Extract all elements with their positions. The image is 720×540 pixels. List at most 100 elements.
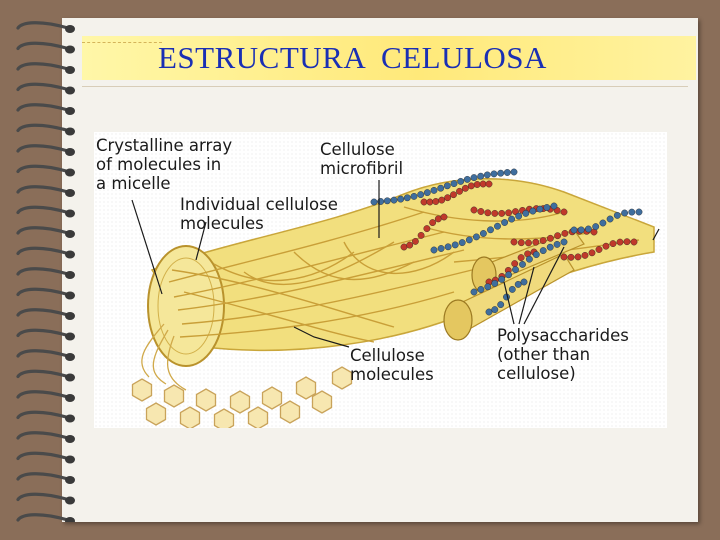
red-bead — [461, 184, 469, 192]
blue-bead — [491, 306, 499, 314]
blue-bead — [553, 241, 561, 248]
red-bead — [400, 243, 408, 251]
blue-bead — [503, 169, 511, 176]
glucose-ring — [279, 400, 301, 424]
binding-hole — [65, 230, 75, 238]
red-bead — [470, 206, 478, 214]
binding-hole — [65, 517, 75, 522]
red-bead — [484, 209, 492, 217]
glucose-ring — [163, 384, 185, 408]
label-polysaccharides: Polysaccharides (other than cellulose) — [497, 326, 629, 383]
blue-bead — [383, 197, 391, 205]
glucose-ring — [131, 378, 153, 402]
blue-bead — [613, 212, 621, 219]
binding-hole — [65, 66, 75, 74]
blue-bead — [390, 196, 398, 204]
red-bead — [473, 181, 481, 188]
binding-hole — [65, 107, 75, 115]
binding-ring — [16, 62, 70, 71]
red-bead — [511, 260, 519, 268]
binding-ring — [16, 103, 70, 112]
red-bead — [630, 238, 638, 246]
binding-hole — [65, 291, 75, 300]
glucose-ring — [213, 408, 235, 428]
red-bead — [438, 196, 446, 204]
loose-strands — [141, 323, 187, 391]
blue-polysaccharide-chains — [370, 168, 643, 316]
binding-ring — [16, 82, 70, 92]
red-bead — [554, 232, 561, 240]
binding-hole — [65, 435, 75, 443]
blue-bead — [472, 233, 480, 241]
glucose-ring-chain — [131, 366, 353, 428]
blue-bead — [491, 279, 499, 287]
label-individual-molecules: Individual cellulose molecules — [180, 195, 338, 233]
red-bead — [602, 242, 610, 250]
blue-bead — [494, 222, 501, 230]
blue-bead — [487, 226, 494, 234]
label-cellulose-microfibril: Cellulose microfibril — [320, 140, 404, 178]
binding-ring — [16, 185, 70, 194]
binding-hole — [65, 209, 75, 218]
red-bead — [560, 208, 568, 216]
binding-hole — [65, 25, 75, 33]
blue-bead — [463, 176, 471, 183]
binding-hole — [65, 271, 75, 279]
binding-ring — [16, 287, 70, 297]
red-bead — [479, 180, 487, 188]
binding-ring — [16, 164, 70, 174]
blue-bead — [621, 209, 628, 217]
blue-bead — [577, 226, 585, 234]
red-bead — [406, 241, 414, 249]
binding-hole — [65, 332, 75, 341]
red-bead — [420, 198, 428, 206]
blue-bead — [536, 205, 544, 213]
red-bead — [491, 210, 499, 217]
glucose-ring — [247, 406, 269, 428]
red-bead — [532, 238, 540, 246]
binding-ring — [16, 21, 70, 30]
blue-bead — [430, 246, 438, 254]
glucose-ring — [229, 390, 251, 414]
binding-ring — [16, 472, 70, 481]
blue-bead — [485, 308, 493, 316]
red-bead — [426, 198, 434, 206]
red-bead — [444, 194, 451, 202]
binding-ring — [16, 431, 70, 440]
glucose-ring — [295, 376, 317, 400]
red-bead — [595, 246, 603, 253]
blue-bead — [451, 241, 459, 249]
red-bead — [517, 254, 525, 262]
blue-bead — [443, 182, 451, 190]
blue-bead — [539, 247, 547, 255]
binding-hole — [65, 45, 75, 54]
blue-bead — [560, 238, 568, 246]
binding-hole — [65, 373, 75, 382]
blue-bead — [484, 283, 492, 291]
red-bead — [505, 209, 512, 217]
blue-bead — [483, 171, 491, 179]
label-cellulose-molecules: Cellulose molecules — [350, 346, 434, 384]
blue-bead — [403, 194, 411, 202]
red-bead — [623, 238, 631, 246]
glucose-ring — [145, 402, 167, 426]
binding-ring — [16, 267, 70, 276]
red-bead — [517, 239, 525, 247]
red-bead — [588, 249, 596, 257]
blue-bead — [465, 236, 473, 244]
blue-bead — [546, 243, 554, 251]
red-bead — [417, 232, 425, 239]
red-bead — [574, 253, 582, 261]
blue-bead — [370, 198, 378, 206]
binding-ring — [16, 308, 70, 317]
blue-bead — [515, 212, 523, 220]
binding-hole — [65, 189, 75, 197]
blue-bead — [457, 178, 465, 185]
blue-bead — [498, 275, 506, 283]
blue-bead — [477, 286, 485, 293]
red-bead — [485, 180, 493, 188]
blue-bead — [570, 226, 578, 234]
spiral-binding-icon — [16, 21, 75, 522]
binding-ring — [16, 492, 70, 502]
binding-hole — [65, 496, 75, 505]
